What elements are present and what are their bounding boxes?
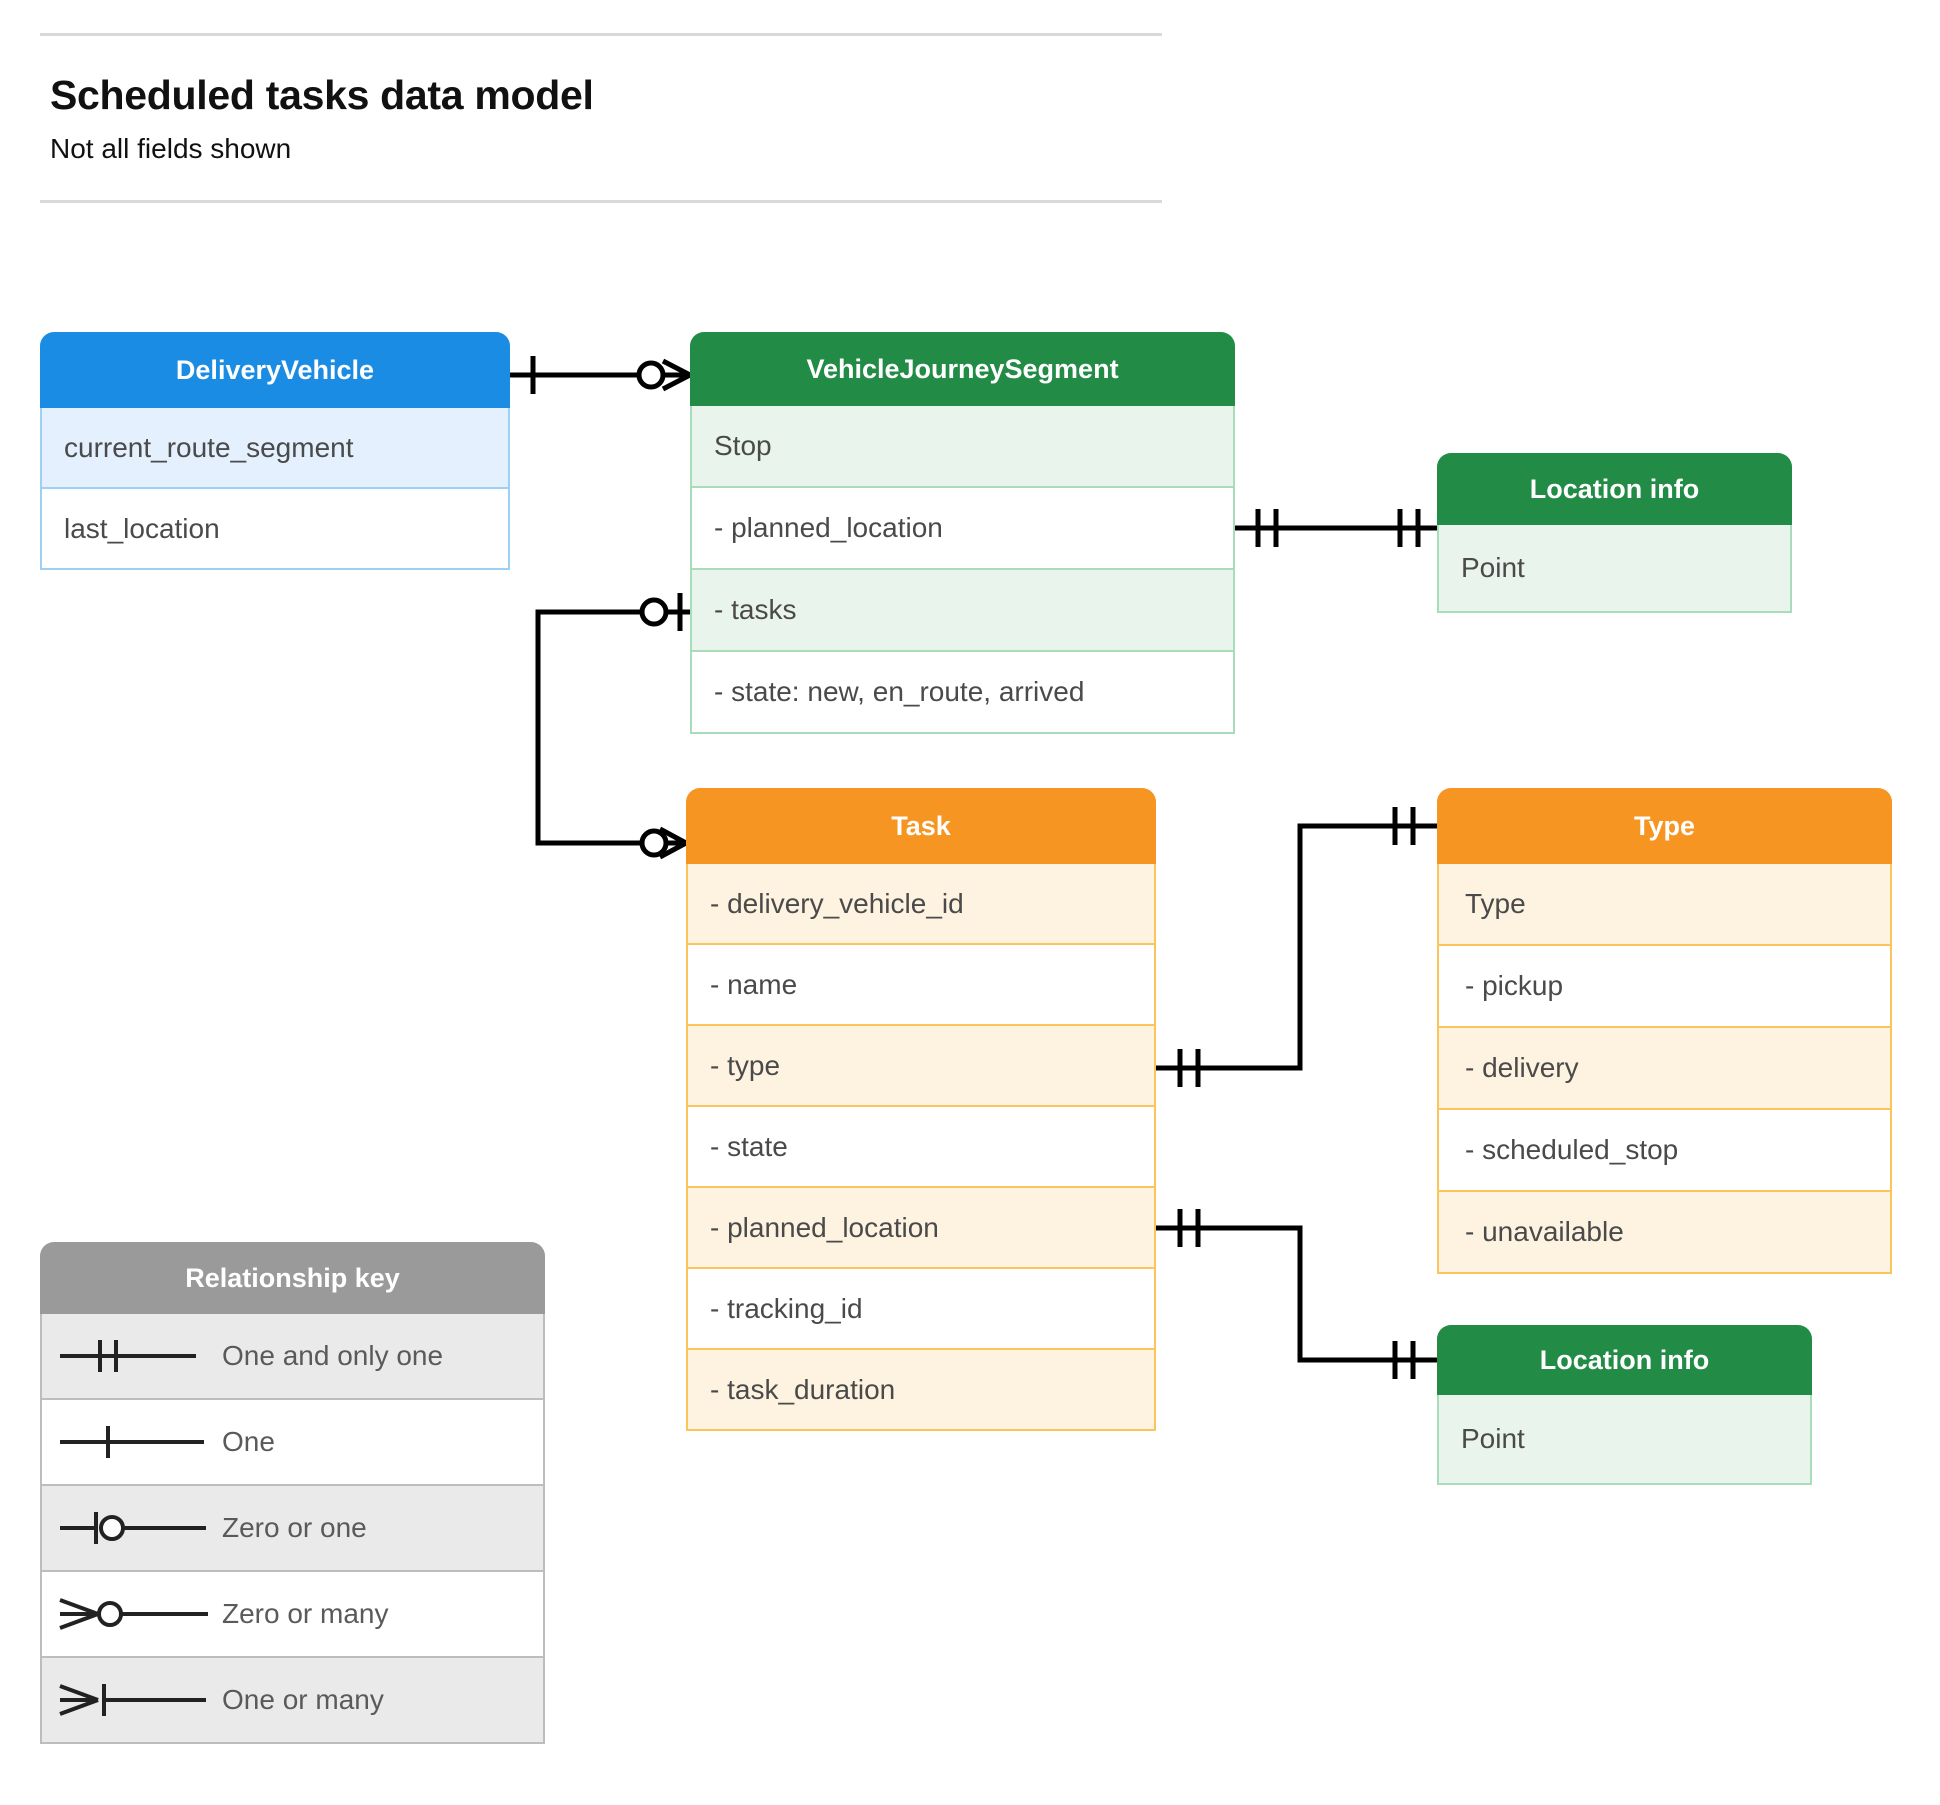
- field-row: - unavailable: [1437, 1192, 1892, 1274]
- legend-item: One: [40, 1400, 545, 1486]
- field-row: Stop: [690, 406, 1235, 488]
- legend-item-label: Zero or one: [222, 1512, 367, 1543]
- field-row: - planned_location: [690, 488, 1235, 570]
- entity-title-location-info-top: Location info: [1437, 453, 1792, 525]
- field-row: Type: [1437, 864, 1892, 946]
- field-row: Point: [1437, 525, 1792, 613]
- legend-item: One or many: [40, 1658, 545, 1744]
- entity-title-location-info-bottom: Location info: [1437, 1325, 1812, 1395]
- field-row: - type: [686, 1026, 1156, 1107]
- entity-delivery-vehicle[interactable]: DeliveryVehicle current_route_segment la…: [40, 332, 510, 570]
- field-row: current_route_segment: [40, 408, 510, 489]
- field-row: - state: new, en_route, arrived: [690, 652, 1235, 734]
- field-row: - pickup: [1437, 946, 1892, 1028]
- entity-title-task: Task: [686, 788, 1156, 864]
- field-row: - state: [686, 1107, 1156, 1188]
- field-row: - tracking_id: [686, 1269, 1156, 1350]
- field-row: - task_duration: [686, 1350, 1156, 1431]
- zero-or-many-icon: [42, 1572, 222, 1656]
- field-row: last_location: [40, 489, 510, 570]
- zero-or-one-icon: [42, 1486, 222, 1570]
- header-divider-top: [40, 33, 1162, 36]
- page-subtitle: Not all fields shown: [50, 133, 292, 164]
- one-and-only-one-icon: [42, 1314, 222, 1398]
- entity-location-info-bottom[interactable]: Location info Point: [1437, 1325, 1812, 1485]
- entity-type[interactable]: Type Type - pickup - delivery - schedule…: [1437, 788, 1892, 1274]
- legend-item-label: Zero or many: [222, 1598, 389, 1629]
- field-row: - planned_location: [686, 1188, 1156, 1269]
- legend-item: One and only one: [40, 1314, 545, 1400]
- entity-title-delivery-vehicle: DeliveryVehicle: [40, 332, 510, 408]
- legend-title: Relationship key: [40, 1242, 545, 1314]
- field-row: Point: [1437, 1395, 1812, 1485]
- field-row: - tasks: [690, 570, 1235, 652]
- entity-location-info-top[interactable]: Location info Point: [1437, 453, 1792, 613]
- legend-item: Zero or one: [40, 1486, 545, 1572]
- entity-task[interactable]: Task - delivery_vehicle_id - name - type…: [686, 788, 1156, 1431]
- legend-item-label: One: [222, 1426, 275, 1457]
- header-divider-bottom: [40, 200, 1162, 203]
- field-row: - delivery_vehicle_id: [686, 864, 1156, 945]
- legend-item-label: One or many: [222, 1684, 384, 1715]
- entity-title-vehicle-journey-segment: VehicleJourneySegment: [690, 332, 1235, 406]
- one-or-many-icon: [42, 1658, 222, 1742]
- field-row: - delivery: [1437, 1028, 1892, 1110]
- field-row: - name: [686, 945, 1156, 1026]
- legend-item-label: One and only one: [222, 1340, 444, 1371]
- legend-relationship-key: Relationship key One and only one: [40, 1242, 545, 1744]
- entity-title-type: Type: [1437, 788, 1892, 864]
- field-row: - scheduled_stop: [1437, 1110, 1892, 1192]
- page-title: Scheduled tasks data model: [50, 72, 594, 118]
- legend-item: Zero or many: [40, 1572, 545, 1658]
- entity-vehicle-journey-segment[interactable]: VehicleJourneySegment Stop - planned_loc…: [690, 332, 1235, 734]
- one-icon: [42, 1400, 222, 1484]
